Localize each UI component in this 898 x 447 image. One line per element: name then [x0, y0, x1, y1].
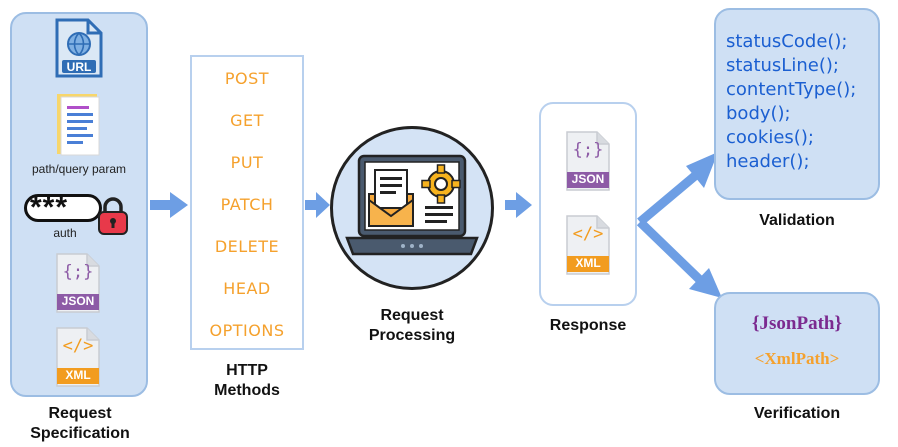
url-label: URL: [66, 60, 92, 74]
method-get: GET: [230, 111, 264, 130]
auth-masked-text: ***: [30, 191, 69, 224]
request-spec-caption-line1: Request: [48, 405, 112, 422]
validation-caption: Validation: [759, 212, 835, 229]
method-patch: PATCH: [220, 195, 274, 214]
http-methods-caption-line1: HTTP: [226, 362, 268, 379]
response-json-label: JSON: [571, 172, 605, 186]
url-document-icon: [55, 18, 103, 78]
method-head: HEAD: [223, 279, 271, 298]
arrow-to-validation-head: [686, 152, 718, 188]
json-file-icon: [56, 253, 100, 313]
arrow-to-verification-head: [689, 268, 722, 298]
processing-caption-line2: Processing: [368, 327, 456, 344]
path-query-param-label: path/query param: [31, 162, 127, 176]
response-xml-file-icon: [566, 215, 610, 275]
json-label: JSON: [61, 294, 95, 308]
validation-status-code: statusCode();: [726, 31, 848, 52]
request-spec-caption-line2: Specification: [30, 425, 130, 442]
http-methods-box: POST GET PUT PATCH DELETE HEAD OPTIONS: [190, 55, 304, 350]
xml-file-icon: [56, 327, 100, 387]
method-post: POST: [224, 69, 270, 88]
response-xml-label: XML: [575, 256, 601, 270]
http-methods-caption: HTTP Methods: [190, 361, 304, 401]
validation-cookies: cookies();: [726, 127, 814, 148]
processing-caption-line1: Request: [380, 307, 444, 324]
validation-header: header();: [726, 151, 810, 172]
http-methods-caption-line2: Methods: [214, 382, 280, 399]
auth-label: auth: [53, 226, 77, 240]
laptop-envelope-gear-icon: [345, 154, 479, 256]
xml-symbol: </>: [62, 336, 94, 356]
method-delete: DELETE: [214, 237, 280, 256]
response-json-file-icon: [566, 131, 610, 191]
xml-label: XML: [65, 368, 91, 382]
request-spec-caption: Request Specification: [0, 404, 160, 444]
response-caption: Response: [549, 317, 627, 334]
response-json-symbol: {;}: [572, 140, 604, 160]
validation-body: body();: [726, 103, 791, 124]
xmlpath-label: <XmlPath>: [754, 349, 840, 368]
verification-caption: Verification: [753, 405, 841, 422]
json-symbol: {;}: [62, 262, 94, 282]
arrow-processing-to-response: [505, 192, 532, 218]
validation-status-line: statusLine();: [726, 55, 839, 76]
response-xml-symbol: </>: [572, 224, 604, 244]
auth-password-box: [24, 194, 102, 222]
arrow-methods-to-processing: [305, 192, 330, 218]
validation-panel: statusCode(); statusLine(); contentType(…: [714, 8, 880, 200]
processing-caption: Request Processing: [352, 306, 472, 346]
method-put: PUT: [230, 153, 264, 172]
document-icon: [57, 94, 100, 156]
lock-icon: [98, 197, 128, 235]
validation-content-type: contentType();: [726, 79, 857, 100]
arrow-to-verification-shaft: [636, 218, 704, 284]
arrow-spec-to-methods: [150, 192, 188, 218]
jsonpath-label: {JsonPath}: [752, 313, 842, 334]
method-options: OPTIONS: [209, 321, 285, 340]
arrow-to-validation-shaft: [637, 171, 699, 226]
verification-panel: [714, 292, 880, 395]
